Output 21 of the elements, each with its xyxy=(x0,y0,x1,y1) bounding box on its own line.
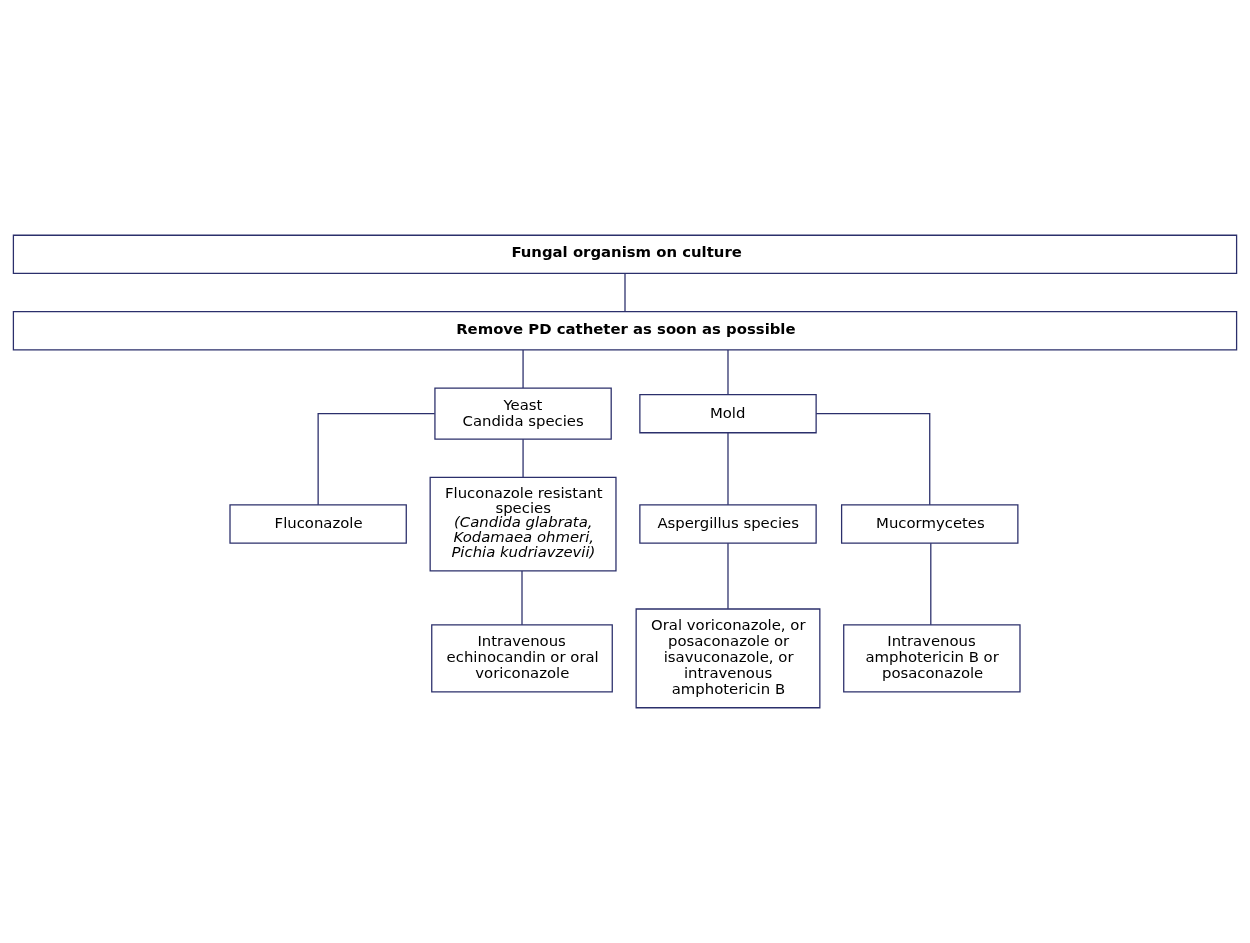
connector xyxy=(815,413,931,506)
node-box: Intravenous echinocandin or oral voriconazole xyxy=(431,624,613,693)
connector xyxy=(930,542,932,626)
node-box: Mucormycetes xyxy=(840,504,1019,544)
node-box: Fungal organism on culture xyxy=(12,234,1238,275)
connector xyxy=(727,432,729,506)
node-box: Mold xyxy=(639,393,817,434)
connector xyxy=(727,349,729,395)
node-box: Remove PD catheter as soon as possible xyxy=(12,311,1238,351)
node-box: Fluconazole xyxy=(229,504,407,544)
node-box: Fluconazole resistant species (Candida glabrata, Kodamaea ohmeri, Pichia kudriavzevii) xyxy=(429,476,617,572)
node-box: Aspergillus species xyxy=(639,504,817,544)
connector xyxy=(521,570,523,626)
connector xyxy=(522,438,524,478)
connector xyxy=(317,413,436,506)
node-box: Oral voriconazole, or posaconazole or isavuconazole, or intravenous amphotericin B xyxy=(635,608,821,709)
connector xyxy=(727,542,729,610)
node-box: Yeast Candida species xyxy=(434,387,612,440)
node-box: Intravenous amphotericin B or posaconazole xyxy=(843,624,1021,693)
connector xyxy=(624,273,626,312)
connector xyxy=(522,349,524,389)
